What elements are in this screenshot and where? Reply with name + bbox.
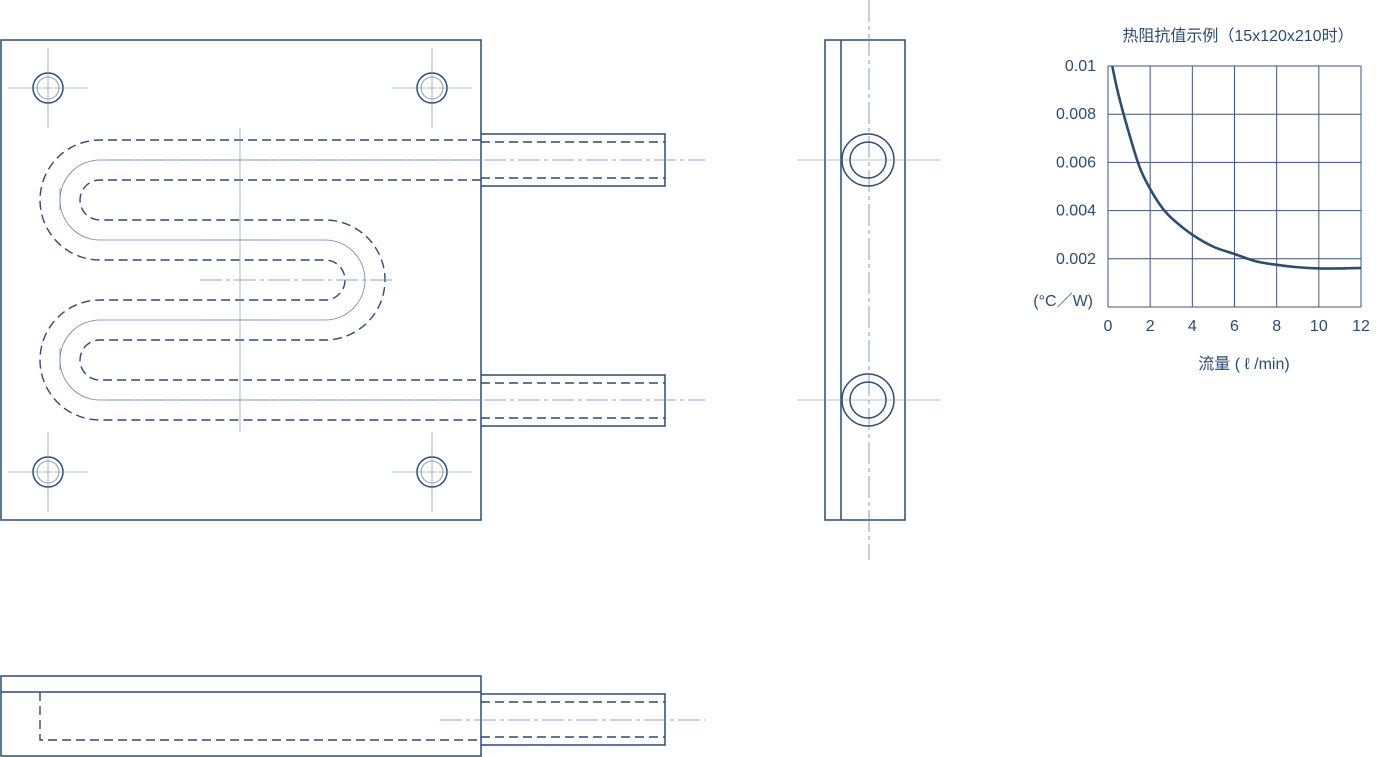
channel-outer-edge [39,139,481,421]
y-tick-label: 0.01 [1065,58,1096,75]
bottom-pipe-stub [481,693,666,746]
bottom-view [0,675,705,757]
top-view-plate-outline [0,39,482,521]
chart-title: 热阻抗值示例（15x120x210时） [1122,27,1353,45]
x-axis-ticks: 0 2 4 6 8 10 12 [1104,318,1370,335]
side-port-lower [797,373,941,427]
side-view [797,0,941,560]
side-view-outline [824,39,906,521]
thermal-resistance-curve [1110,65,1362,270]
y-tick-label: 0.008 [1056,106,1096,123]
top-view [0,39,705,521]
thermal-resistance-chart: 热阻抗值示例（15x120x210时） 0.002 0.004 0.006 0.008… [1033,27,1370,373]
y-axis-ticks: 0.002 0.004 0.006 0.008 0.01 [1056,58,1096,268]
x-tick-label: 6 [1230,318,1239,335]
mounting-hole-top-right [392,48,472,128]
y-tick-label: 0.004 [1056,203,1096,220]
mounting-hole-bottom-right [392,432,472,512]
x-axis-label: 流量 ( ℓ /min) [1198,355,1289,373]
x-tick-label: 10 [1310,318,1328,335]
y-tick-label: 0.006 [1056,154,1096,171]
y-tick-label: 0.002 [1056,251,1096,268]
lower-pipe-stub [481,374,666,427]
chart-grid [1107,65,1362,308]
side-port-upper [797,133,941,187]
mounting-hole-top-left [8,48,88,128]
x-tick-label: 2 [1146,318,1155,335]
bottom-view-outline [0,675,482,757]
x-tick-label: 8 [1272,318,1281,335]
mounting-hole-bottom-left [8,432,88,512]
x-tick-label: 4 [1188,318,1197,335]
x-tick-label: 12 [1352,318,1370,335]
x-tick-label: 0 [1104,318,1113,335]
y-axis-unit-label: (°C／W) [1033,293,1093,310]
